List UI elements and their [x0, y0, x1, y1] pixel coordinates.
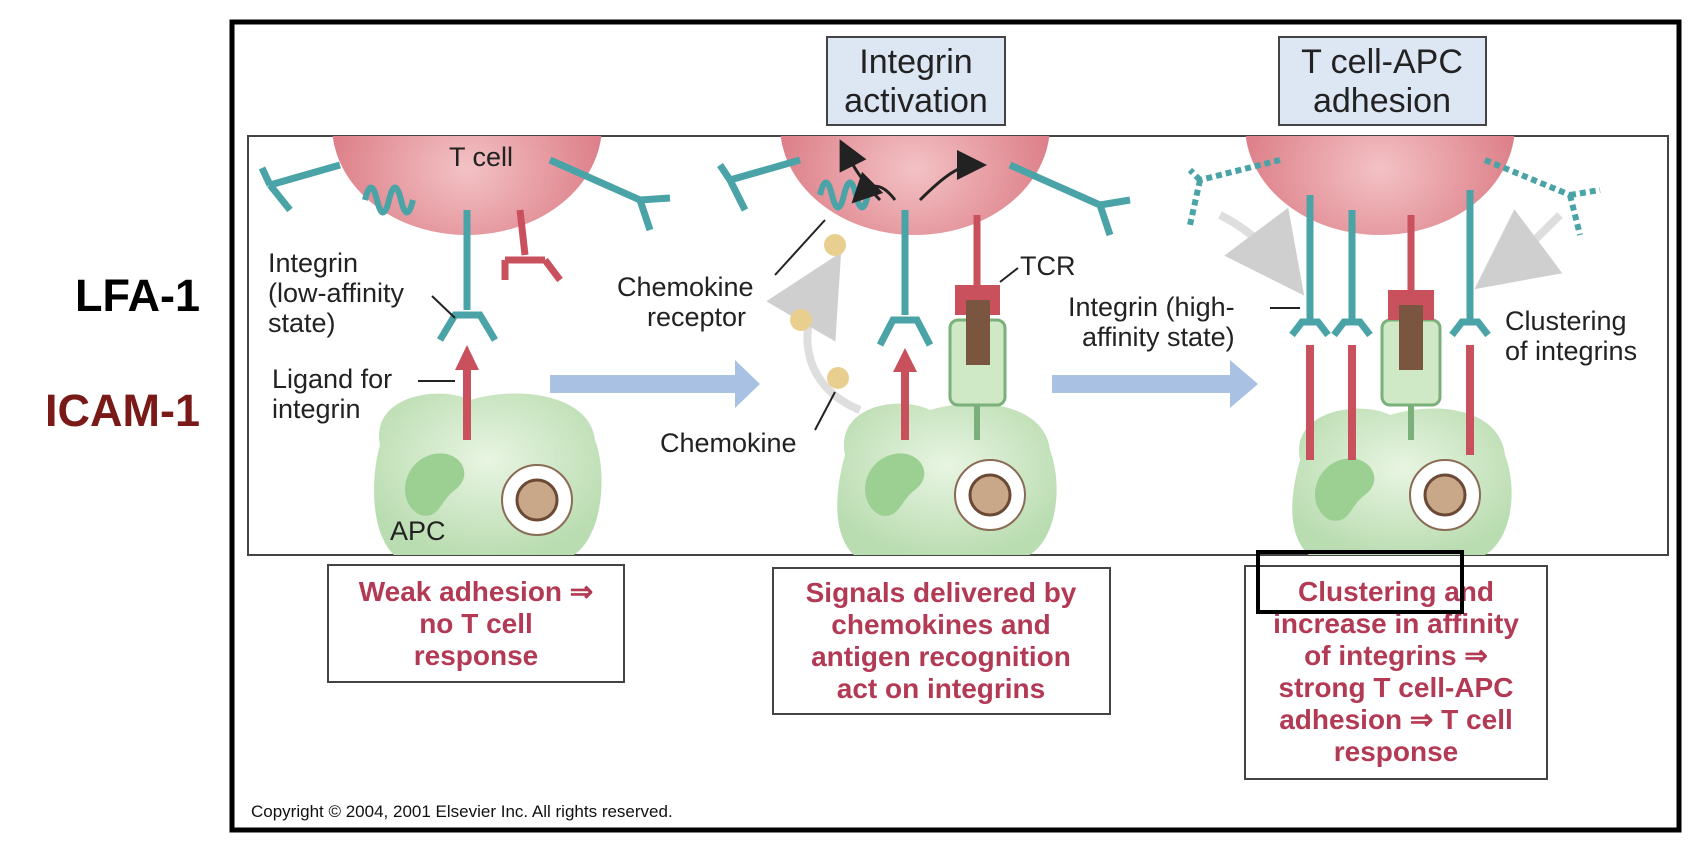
lfa1-label: LFA-1: [74, 270, 200, 321]
progress-arrow-2: [1052, 360, 1258, 408]
caption-3-line-4: strong T cell-APC: [1279, 672, 1514, 703]
caption-1-line-1: Weak adhesion ⇒: [359, 576, 594, 607]
caption-2-line-2: chemokines and: [831, 609, 1050, 640]
integrin-low-label-2: (low-affinity: [268, 278, 405, 308]
integrin-high-label-2: affinity state): [1082, 322, 1235, 352]
header-integrin-activation-1: Integrin: [859, 43, 972, 81]
integrin-low-label-3: state): [268, 308, 336, 338]
caption-box-1: [327, 564, 625, 683]
clustering-label-1: Clustering: [1505, 306, 1627, 336]
integrin-low-label-1: Integrin: [268, 248, 358, 278]
header-integrin-activation-2: activation: [844, 82, 988, 120]
caption-1-line-2: no T cell: [419, 608, 533, 639]
header-adhesion-2: adhesion: [1313, 82, 1451, 120]
caption-3-line-1: Clustering and: [1298, 576, 1494, 607]
panel-2: Integrin activation: [617, 36, 1131, 555]
clustering-label-2: of integrins: [1505, 336, 1637, 366]
header-adhesion-1: T cell-APC: [1301, 43, 1463, 81]
chemokine-receptor-label-2: receptor: [647, 302, 746, 332]
caption-1-line-3: response: [414, 640, 539, 671]
icam1-label: ICAM-1: [45, 385, 200, 436]
outer-frame: [229, 19, 1682, 833]
highlight-box: [1256, 550, 1464, 614]
header-box-integrin-activation: [826, 36, 1006, 126]
t-cell-label: T cell: [449, 142, 513, 172]
caption-3-line-3: of integrins ⇒: [1304, 640, 1488, 671]
copyright-text: Copyright © 2004, 2001 Elsevier Inc. All…: [251, 802, 673, 821]
chemokine-receptor-label-1: Chemokine: [617, 272, 754, 302]
ligand-label-1: Ligand for: [272, 364, 392, 394]
panel-3: T cell-APC adhesion: [1068, 36, 1637, 555]
caption-2-line-4: act on integrins: [837, 673, 1045, 704]
caption-3-line-6: response: [1334, 736, 1459, 767]
caption-2-line-3: antigen recognition: [811, 641, 1071, 672]
tcr-label: TCR: [1020, 251, 1076, 281]
caption-3-line-5: adhesion ⇒ T cell: [1279, 704, 1513, 735]
panel-1: T cell Integrin (low-affinity state) Lig…: [258, 136, 671, 555]
t-cell-1: [332, 136, 602, 235]
header-box-adhesion: [1278, 36, 1487, 126]
integrin-high-label-1: Integrin (high-: [1068, 292, 1235, 322]
chemokine-label: Chemokine: [660, 428, 797, 458]
ligand-label-2: integrin: [272, 394, 361, 424]
caption-box-3: [1244, 565, 1548, 780]
caption-2-line-1: Signals delivered by: [806, 577, 1077, 608]
progress-arrow-1: [550, 360, 760, 408]
apc-label: APC: [390, 516, 446, 546]
caption-box-2: [772, 567, 1111, 715]
